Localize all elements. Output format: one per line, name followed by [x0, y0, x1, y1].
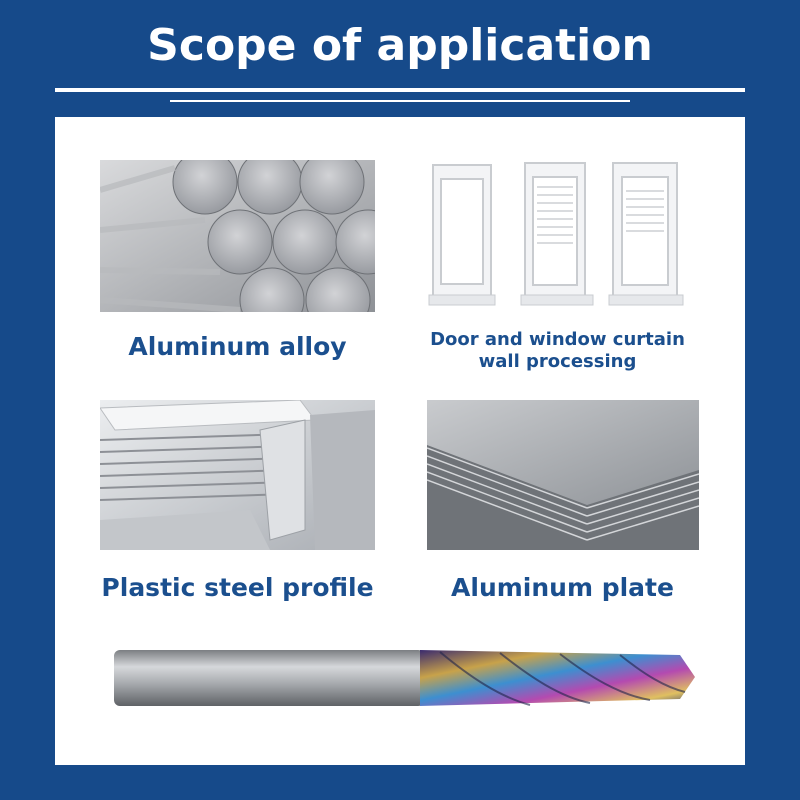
title-underline-thin	[170, 100, 630, 102]
aluminum-sheets-photo	[427, 400, 699, 550]
window-frames-photo	[425, 157, 690, 312]
title-underline	[55, 88, 745, 92]
aluminum-bars-photo	[100, 160, 375, 312]
caption-door-window-line1: Door and window curtain	[430, 329, 685, 350]
caption-plastic-steel-profile: Plastic steel profile	[101, 573, 374, 602]
aluminum-profile-photo	[100, 400, 375, 550]
caption-aluminum-alloy: Aluminum alloy	[128, 332, 347, 361]
end-mill-photo	[110, 637, 695, 717]
content-panel: Aluminum alloy	[55, 117, 745, 765]
caption-aluminum-plate: Aluminum plate	[451, 573, 674, 602]
caption-door-window-line2: wall processing	[478, 351, 637, 372]
caption-door-window: Door and window curtain wall processing	[405, 329, 710, 373]
page-title: Scope of application	[147, 20, 653, 71]
